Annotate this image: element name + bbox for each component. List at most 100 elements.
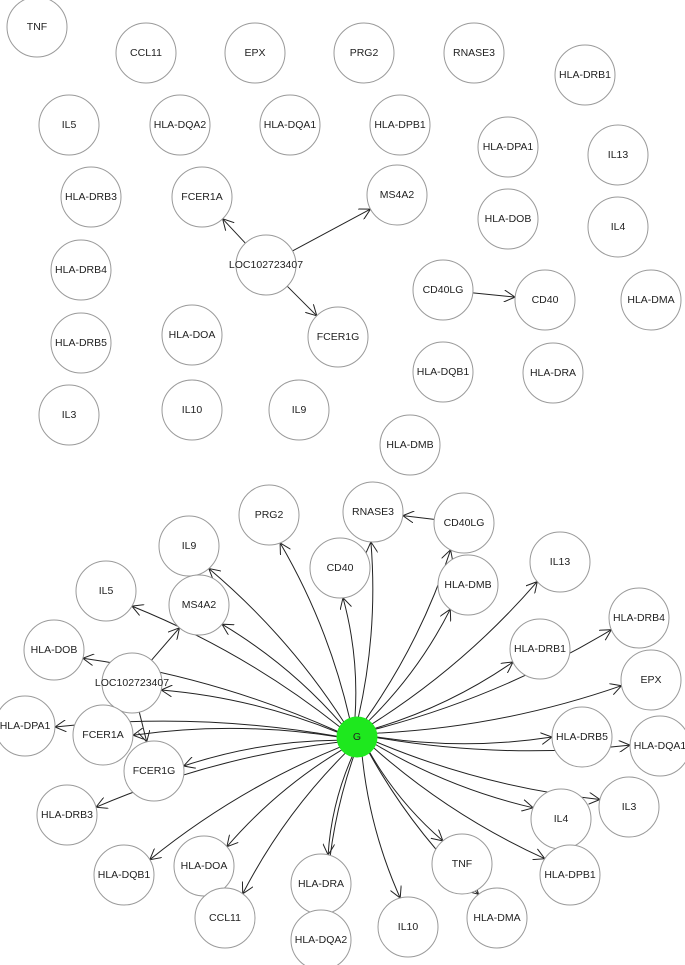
- top-node-epx: EPX: [224, 22, 286, 84]
- top-node-circle: [224, 22, 286, 84]
- top-node-label: HLA-DPB1: [374, 119, 426, 131]
- top-node-fcer1g: FCER1G: [307, 306, 369, 368]
- bottom-edge-g-to-hla-doa: [227, 749, 342, 847]
- bottom-node-cd40: CD40: [309, 537, 371, 599]
- top-node-label: RNASE3: [453, 47, 495, 59]
- top-node-label: HLA-DQA2: [154, 119, 207, 131]
- bottom-edge-g-to-prg2: [280, 543, 351, 719]
- top-node-circle: [171, 166, 233, 228]
- bottom-edge-g-to-hla-drb5: [376, 737, 552, 744]
- top-node-hla-drb4: HLA-DRB4: [50, 239, 112, 301]
- bottom-node-label: EPX: [640, 674, 661, 686]
- top-node-circle: [554, 44, 616, 106]
- top-node-label: HLA-DRB3: [65, 191, 117, 203]
- bottom-node-circle: [238, 484, 300, 546]
- bottom-node-circle: [0, 695, 56, 757]
- bottom-node-circle: [620, 649, 682, 711]
- top-node-label: CCL11: [130, 47, 162, 59]
- bottom-node-label: HLA-DRB5: [556, 731, 608, 743]
- bottom-edge-g-to-ccl11: [243, 752, 346, 894]
- bottom-node-label: FCER1G: [133, 765, 176, 777]
- bottom-edge-g-to-epx: [376, 686, 622, 734]
- bottom-edge-loc102723407-to-fcer1g: [139, 711, 146, 742]
- bottom-node-label: CCL11: [209, 912, 241, 924]
- top-node-circle: [38, 384, 100, 446]
- bottom-hub-node: G: [336, 716, 378, 758]
- top-node-ms4a2: MS4A2: [366, 164, 428, 226]
- bottom-node-circle: [539, 844, 601, 906]
- top-node-hla-drb5: HLA-DRB5: [50, 312, 112, 374]
- bottom-edge-cd40lg-to-rnase3: [403, 516, 435, 520]
- bottom-node-il10: IL10: [377, 896, 439, 958]
- bottom-node-label: IL4: [554, 813, 569, 825]
- bottom-node-il9: IL9: [158, 515, 220, 577]
- top-node-cd40: CD40: [514, 269, 576, 331]
- bottom-node-label: HLA-DMA: [473, 912, 520, 924]
- bottom-node-hla-drb1: HLA-DRB1: [509, 618, 571, 680]
- bottom-node-hla-dma: HLA-DMA: [466, 887, 528, 949]
- bottom-node-label: MS4A2: [182, 599, 217, 611]
- bottom-node-circle: [72, 704, 134, 766]
- bottom-node-circle: [342, 481, 404, 543]
- bottom-edge-g-to-il5: [132, 606, 341, 728]
- bottom-node-ccl11: CCL11: [194, 887, 256, 949]
- bottom-node-hla-dra: HLA-DRA: [290, 853, 352, 915]
- top-node-circle: [587, 124, 649, 186]
- top-node-hla-dpa1: HLA-DPA1: [477, 116, 539, 178]
- top-node-circle: [60, 166, 122, 228]
- top-edge-loc102723407-to-ms4a2: [292, 209, 371, 252]
- bottom-node-rnase3: RNASE3: [342, 481, 404, 543]
- top-node-label: HLA-DQA1: [264, 119, 317, 131]
- bottom-node-label: HLA-DPB1: [544, 869, 596, 881]
- top-node-label: IL9: [292, 404, 307, 416]
- top-node-label: HLA-DQB1: [417, 366, 470, 378]
- bottom-node-label: CD40LG: [444, 517, 485, 529]
- top-node-hla-dqa2: HLA-DQA2: [149, 94, 211, 156]
- bottom-node-hla-drb3: HLA-DRB3: [36, 784, 98, 846]
- bottom-node-circle: [433, 492, 495, 554]
- bottom-node-il4: IL4: [530, 788, 592, 850]
- top-node-label: HLA-DRB1: [559, 69, 611, 81]
- bottom-edge-g-to-hla-drb3: [96, 741, 338, 807]
- top-node-circle: [50, 312, 112, 374]
- top-node-circle: [333, 22, 395, 84]
- bottom-edge-g-to-rnase3: [357, 542, 372, 718]
- bottom-edge-g-to-il4: [375, 744, 534, 808]
- bottom-node-label: RNASE3: [352, 506, 394, 518]
- bottom-node-label: HLA-DMB: [444, 579, 491, 591]
- bottom-edge-g-to-hla-drb4: [375, 630, 611, 730]
- bottom-node-label: HLA-DRB4: [613, 612, 665, 624]
- bottom-node-label: LOC102723407: [95, 677, 169, 689]
- bottom-node-hla-dpb1: HLA-DPB1: [539, 844, 601, 906]
- top-node-cd40lg: CD40LG: [412, 259, 474, 321]
- bottom-node-hla-dqa1: HLA-DQA1: [629, 715, 685, 777]
- bottom-edge-g-to-hla-drb1: [374, 662, 513, 729]
- top-node-circle: [259, 94, 321, 156]
- bottom-node-label: HLA-DOB: [31, 644, 78, 656]
- top-node-circle: [477, 116, 539, 178]
- top-node-circle: [587, 196, 649, 258]
- bottom-node-label: HLA-DOA: [181, 860, 228, 872]
- bottom-node-circle: [437, 554, 499, 616]
- top-node-circle: [369, 94, 431, 156]
- top-node-circle: [161, 379, 223, 441]
- top-node-circle: [514, 269, 576, 331]
- bottom-node-label: HLA-DRA: [298, 878, 344, 890]
- bottom-node-hla-doa: HLA-DOA: [173, 835, 235, 897]
- top-edge-loc102723407-to-fcer1g: [286, 285, 317, 316]
- bottom-node-circle: [168, 574, 230, 636]
- bottom-hub-label: G: [353, 731, 361, 743]
- bottom-node-label: HLA-DRB3: [41, 809, 93, 821]
- top-node-ccl11: CCL11: [115, 22, 177, 84]
- top-node-label: IL10: [182, 404, 203, 416]
- bottom-node-label: CD40: [327, 562, 354, 574]
- top-node-circle: [379, 414, 441, 476]
- top-node-il5: IL5: [38, 94, 100, 156]
- bottom-node-label: FCER1A: [82, 729, 123, 741]
- top-node-circle: [235, 234, 297, 296]
- top-node-hla-dra: HLA-DRA: [522, 342, 584, 404]
- bottom-node-hla-dmb: HLA-DMB: [437, 554, 499, 616]
- bottom-node-il5: IL5: [75, 560, 137, 622]
- bottom-node-circle: [608, 587, 670, 649]
